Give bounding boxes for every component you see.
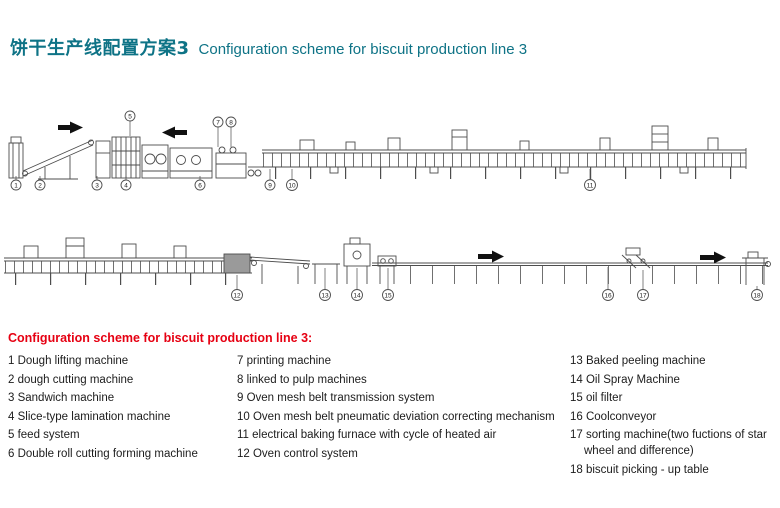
svg-text:4: 4 bbox=[124, 182, 128, 189]
svg-text:5: 5 bbox=[128, 113, 132, 120]
svg-text:6: 6 bbox=[198, 182, 202, 189]
dough-lifting-machine bbox=[8, 136, 24, 179]
legend-item-7: 7 printing machine bbox=[237, 355, 331, 367]
oven-continuation bbox=[4, 237, 252, 285]
legend-heading: Configuration scheme for biscuit product… bbox=[8, 331, 313, 345]
legend-item-3: 3 Sandwich machine bbox=[8, 392, 115, 404]
callout-10: 10 bbox=[286, 169, 298, 191]
callout-6: 6 bbox=[194, 176, 206, 191]
legend-item-4: 4 Slice-type lamination machine bbox=[8, 410, 171, 423]
svg-text:15: 15 bbox=[384, 292, 392, 299]
page-header: 饼干生产线配置方案3 Configuration scheme for bisc… bbox=[10, 34, 527, 60]
oven-control-system bbox=[223, 253, 251, 274]
svg-text:18: 18 bbox=[753, 292, 761, 299]
incline-conveyor bbox=[22, 139, 94, 180]
svg-text:8: 8 bbox=[229, 119, 233, 126]
flow-arrow-right-icon bbox=[478, 250, 504, 263]
legend-item-5: 5 feed system bbox=[8, 429, 80, 441]
flow-arrow-right-icon bbox=[58, 121, 83, 134]
callout-11: 11 bbox=[584, 169, 596, 191]
legend-columns: 1 Dough lifting machine 2 dough cutting … bbox=[8, 353, 774, 503]
legend-item-16: 16 Coolconveyor bbox=[570, 410, 657, 423]
svg-text:16: 16 bbox=[604, 292, 612, 299]
production-line-diagram-row-1: 1 2 3 4 5 6 7 bbox=[8, 110, 747, 191]
legend-item-9: 9 Oven mesh belt transmission system bbox=[237, 392, 435, 404]
callout-7: 7 bbox=[212, 116, 224, 147]
svg-text:13: 13 bbox=[321, 292, 329, 299]
legend-item-6: 6 Double roll cutting forming machine bbox=[8, 447, 198, 460]
callout-5: 5 bbox=[124, 110, 136, 136]
callout-15: 15 bbox=[382, 268, 394, 301]
oven-top-units bbox=[299, 125, 719, 151]
oil-spray-machine bbox=[343, 237, 371, 284]
double-roll-cutting-machine bbox=[169, 147, 213, 179]
cooling-conveyor bbox=[372, 261, 771, 284]
legend-item-14: 14 Oil Spray Machine bbox=[570, 373, 680, 386]
legend-item-2: 2 dough cutting machine bbox=[8, 373, 134, 386]
svg-text:12: 12 bbox=[233, 292, 241, 299]
legend-item-10: 10 Oven mesh belt pneumatic deviation co… bbox=[237, 410, 555, 423]
legend-column-3: 13 Baked peeling machine 14 Oil Spray Ma… bbox=[570, 353, 772, 480]
legend-item-11: 11 electrical baking furnace with cycle … bbox=[237, 429, 497, 441]
svg-text:9: 9 bbox=[268, 182, 272, 189]
biscuit-pickup-table bbox=[742, 251, 768, 285]
production-line-diagram-row-2: 12 13 14 15 16 17 18 bbox=[4, 237, 771, 301]
sorting-machine bbox=[621, 247, 651, 269]
printing-machine bbox=[215, 146, 247, 179]
callout-12: 12 bbox=[231, 275, 243, 301]
callout-9: 9 bbox=[264, 169, 276, 191]
flow-arrow-left-icon bbox=[162, 126, 187, 139]
flow-arrow-right-icon bbox=[700, 251, 726, 264]
oil-filter bbox=[377, 255, 397, 284]
callout-14: 14 bbox=[351, 268, 363, 301]
oven-bottom-units bbox=[329, 166, 689, 174]
svg-text:1: 1 bbox=[14, 182, 18, 189]
svg-text:3: 3 bbox=[95, 182, 99, 189]
svg-text:17: 17 bbox=[639, 292, 647, 299]
legend-item-12: 12 Oven control system bbox=[237, 447, 358, 460]
page-title-chinese: 饼干生产线配置方案3 bbox=[10, 38, 190, 59]
callout-16: 16 bbox=[602, 267, 614, 301]
callout-1: 1 bbox=[10, 176, 22, 191]
sandwich-machine bbox=[95, 136, 141, 179]
callout-13: 13 bbox=[319, 268, 331, 301]
legend-item-1: 1 Dough lifting machine bbox=[8, 355, 129, 367]
legend-column-2: 7 printing machine 8 linked to pulp mach… bbox=[237, 353, 569, 464]
baking-oven bbox=[262, 125, 747, 179]
legend-item-13: 13 Baked peeling machine bbox=[570, 355, 706, 367]
svg-text:2: 2 bbox=[38, 182, 42, 189]
oven-continuation-top-units bbox=[23, 237, 187, 259]
callout-18: 18 bbox=[751, 286, 763, 301]
legend-item-8: 8 linked to pulp machines bbox=[237, 373, 367, 386]
lamination-machine bbox=[141, 144, 169, 179]
legend-item-17: 17 sorting machine(two fuctions of star … bbox=[570, 429, 767, 457]
svg-text:7: 7 bbox=[216, 119, 220, 126]
legend-column-1: 1 Dough lifting machine 2 dough cutting … bbox=[8, 353, 230, 464]
legend-item-15: 15 oil filter bbox=[570, 392, 623, 404]
svg-text:14: 14 bbox=[353, 292, 361, 299]
svg-text:11: 11 bbox=[587, 182, 594, 189]
legend-item-18: 18 biscuit picking - up table bbox=[570, 463, 709, 476]
callout-3: 3 bbox=[91, 176, 103, 191]
baked-peeling-machine bbox=[249, 256, 340, 284]
page-title-english: Configuration scheme for biscuit product… bbox=[198, 41, 528, 58]
legend: Configuration scheme for biscuit product… bbox=[8, 331, 774, 503]
callout-2: 2 bbox=[34, 176, 46, 191]
svg-text:10: 10 bbox=[288, 182, 296, 189]
callout-4: 4 bbox=[120, 176, 132, 191]
transfer-rollers bbox=[247, 166, 262, 177]
callout-17: 17 bbox=[637, 270, 649, 301]
callout-8: 8 bbox=[225, 116, 237, 147]
